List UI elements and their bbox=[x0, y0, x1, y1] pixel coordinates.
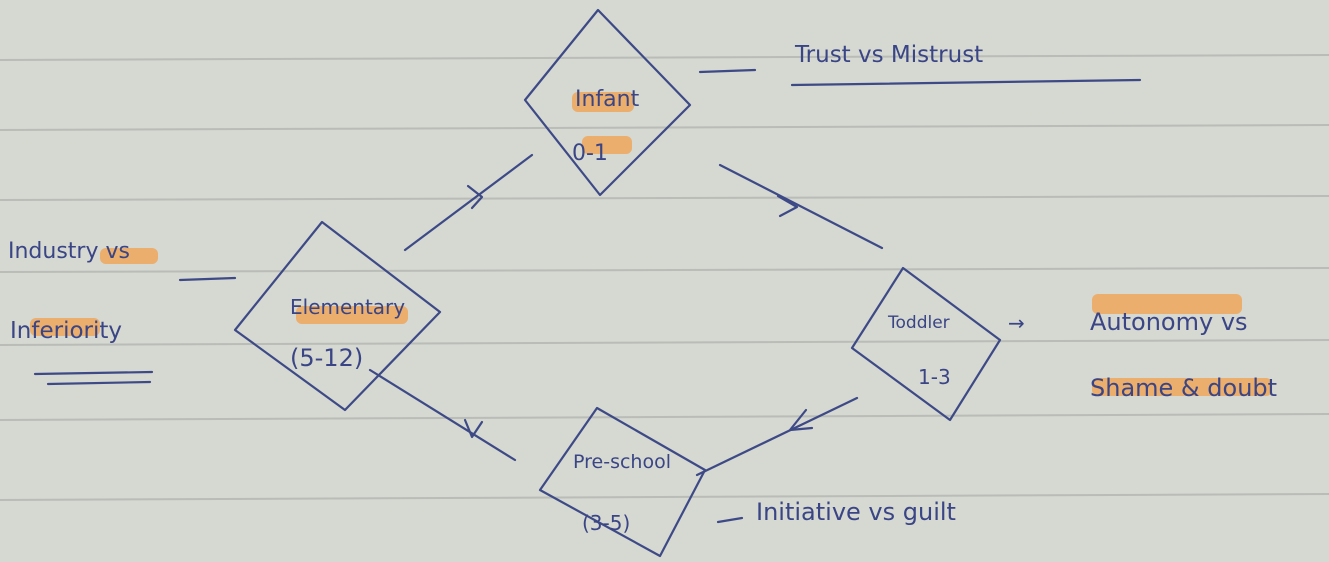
arrow-elementary-to-infant bbox=[403, 153, 534, 252]
infant-node: Infant 0-1 bbox=[523, 8, 692, 197]
elementary-node: Elementary (5-12) bbox=[233, 220, 442, 412]
elementary-underline-1 bbox=[33, 370, 154, 376]
stage-toddler-line1: Autonomy vs bbox=[1090, 308, 1248, 336]
arrow-preschool-to-elementary bbox=[368, 368, 517, 462]
stage-elementary-line2: Inferiority bbox=[10, 318, 122, 344]
elementary-age: (5-12) bbox=[290, 344, 363, 372]
elementary-connector bbox=[178, 276, 237, 282]
preschool-node: Pre-school (3-5) bbox=[538, 406, 707, 558]
toddler-node: Toddler 1-3 bbox=[850, 266, 1002, 422]
infant-underline bbox=[790, 78, 1142, 87]
preschool-connector bbox=[716, 516, 744, 524]
ruled-lines bbox=[0, 54, 1329, 501]
infant-age: 0-1 bbox=[572, 141, 608, 166]
stage-infant: Trust vs Mistrust bbox=[794, 42, 983, 68]
arrow-toddler-to-preschool bbox=[695, 396, 859, 477]
infant-connector bbox=[698, 68, 757, 74]
preschool-title: Pre-school bbox=[573, 451, 671, 473]
stage-toddler-line2: Shame & doubt bbox=[1090, 374, 1277, 402]
toddler-age: 1-3 bbox=[918, 365, 951, 389]
arrow-infant-to-toddler bbox=[718, 163, 884, 250]
elementary-underline-2 bbox=[46, 380, 152, 386]
infant-title: Infant bbox=[575, 87, 640, 112]
preschool-age: (3-5) bbox=[582, 511, 630, 535]
toddler-arrow-glyph: → bbox=[1008, 311, 1025, 335]
cycle-arrows bbox=[368, 153, 884, 477]
stage-elementary-line1: Industry vs bbox=[8, 239, 130, 264]
stage-preschool: Initiative vs guilt bbox=[756, 498, 956, 526]
toddler-title: Toddler bbox=[887, 313, 950, 333]
stage-labels: Trust vs Mistrust → Autonomy vs Shame & … bbox=[8, 42, 1277, 526]
elementary-title: Elementary bbox=[290, 295, 405, 319]
